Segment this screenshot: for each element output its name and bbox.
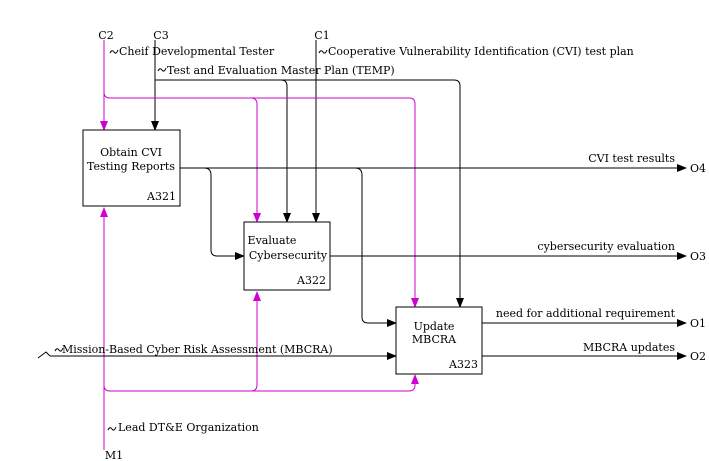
leader-c1 [318, 49, 328, 54]
code-c3: C3 [153, 29, 168, 42]
activity-a322-title-line1: Evaluate [248, 234, 297, 247]
label-leaders [54, 49, 328, 431]
activity-a321[interactable]: Obtain CVI Testing Reports A321 [82, 129, 181, 207]
label-c3: Test and Evaluation Master Plan (TEMP) [167, 64, 395, 77]
activity-a321-title-line2: Testing Reports [87, 160, 175, 173]
label-c1: Cooperative Vulnerability Identification… [328, 45, 634, 58]
label-m1: Lead DT&E Organization [118, 421, 259, 434]
activity-a323-title-line2: MBCRA [412, 333, 457, 346]
activity-a322-title-line2: Cybersecurity [249, 249, 328, 262]
activity-a323-box [395, 306, 483, 375]
control-arrows [151, 40, 464, 308]
label-o4: CVI test results [588, 152, 675, 165]
flow-arrows [50, 164, 687, 360]
arrow-c2-to-a323 [251, 97, 419, 308]
leader-m1 [107, 426, 117, 431]
arrow-m1-branch [103, 291, 261, 392]
label-o1: need for additional requirement [496, 307, 676, 320]
input-tunnel-mark [37, 351, 51, 359]
code-m1: M1 [105, 449, 123, 461]
arrow-labels: Cheif Developmental Tester Test and Eval… [62, 45, 676, 434]
leader-c3 [157, 67, 167, 72]
c2-arrows [100, 40, 419, 308]
code-c1: C1 [314, 29, 329, 42]
code-o2: O2 [690, 350, 706, 363]
activity-a321-title-line1: Obtain CVI [100, 146, 162, 159]
arrow-a321-to-a322 [203, 167, 245, 260]
leader-i1 [54, 347, 64, 352]
arrow-c3-to-a323 [281, 79, 464, 308]
label-o2: MBCRA updates [583, 341, 675, 354]
activity-a322[interactable]: Evaluate Cybersecurity A322 [243, 221, 331, 291]
label-i1: Mission-Based Cyber Risk Assessment (MBC… [62, 343, 333, 356]
boundary-codes: C2 C3 C1 M1 O4 O3 O1 O2 [98, 29, 706, 461]
label-c2: Cheif Developmental Tester [119, 45, 275, 58]
activity-a323[interactable]: Update MBCRA A323 [395, 306, 483, 375]
arrow-m1-to-a323 [251, 374, 419, 392]
label-o3: cybersecurity evaluation [537, 240, 675, 253]
activity-a321-box [82, 129, 181, 207]
arrow-a321-to-a323 [354, 167, 397, 327]
code-c2: C2 [98, 29, 113, 42]
code-o3: O3 [690, 250, 706, 263]
m1-arrows [100, 207, 419, 450]
activity-a322-id: A322 [296, 274, 326, 287]
activity-a321-id: A321 [146, 190, 176, 203]
code-o1: O1 [690, 317, 706, 330]
leader-c2 [109, 49, 119, 54]
activity-a323-id: A323 [448, 358, 478, 371]
activity-a323-title-line1: Update [414, 320, 455, 333]
activity-a322-box [243, 221, 331, 291]
code-o4: O4 [690, 162, 706, 175]
